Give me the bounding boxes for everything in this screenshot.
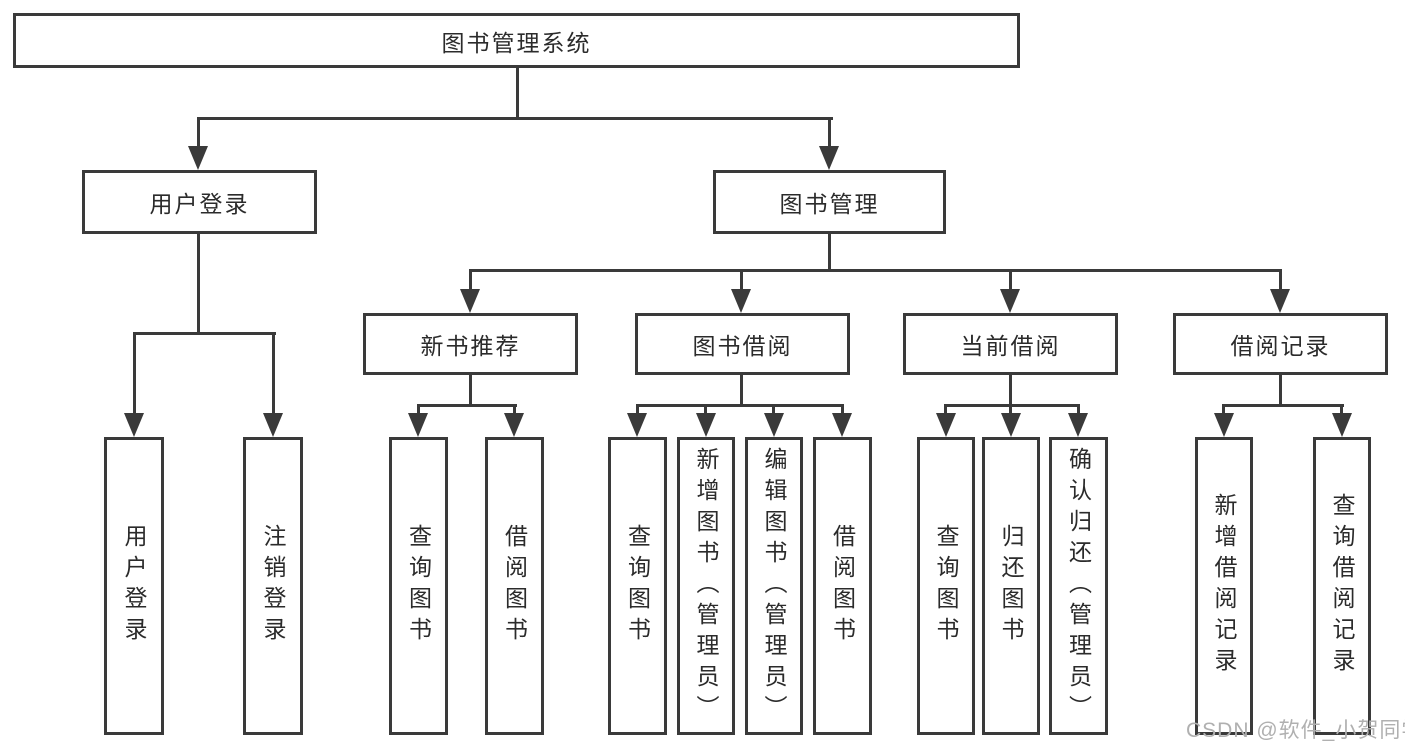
arrow-stem-bb-leaf-2 xyxy=(704,404,707,416)
leaf-br-query-record: 查询借阅记录 xyxy=(1313,437,1371,735)
connector-user-login-stub xyxy=(197,232,200,335)
leaf-cb-return-books: 归还图书 xyxy=(982,437,1040,735)
connector-cb-stub xyxy=(1009,374,1012,407)
connector-cb-hline xyxy=(944,404,1080,407)
arrow-head-nbr-leaf-1 xyxy=(408,413,428,437)
arrow-head-cb-leaf-2 xyxy=(1001,413,1021,437)
arrow-stem-current-borrowing xyxy=(1009,269,1012,293)
arrow-head-bb-leaf-4 xyxy=(832,413,852,437)
arrow-head-ul-leaf-2 xyxy=(263,413,283,437)
connector-level2-hline xyxy=(197,117,833,120)
arrow-stem-nbr-leaf-1 xyxy=(417,404,420,416)
arrow-head-book-management xyxy=(819,146,839,170)
connector-root-stub xyxy=(516,67,519,119)
leaf-nbr-borrow-books: 借阅图书 xyxy=(485,437,544,735)
watermark: CSDN @软件_小贺同学 xyxy=(1186,719,1405,742)
arrow-head-borrowing-records xyxy=(1270,289,1290,313)
arrow-stem-nbr-leaf-2 xyxy=(513,404,516,416)
connector-user-login-hline xyxy=(133,332,276,335)
leaf-cb-query-books: 查询图书 xyxy=(917,437,975,735)
arrow-head-cb-leaf-3 xyxy=(1068,413,1088,437)
arrow-head-br-leaf-1 xyxy=(1214,413,1234,437)
arrow-stem-br-leaf-2 xyxy=(1340,404,1343,416)
arrow-stem-user-login xyxy=(197,117,200,150)
arrow-stem-bb-leaf-4 xyxy=(841,404,844,416)
leaf-bb-edit-books-admin: 编辑图书（管理员） xyxy=(745,437,803,735)
node-user-login: 用户登录 xyxy=(82,170,317,234)
arrow-head-current-borrowing xyxy=(1000,289,1020,313)
connector-bb-hline xyxy=(636,404,844,407)
connector-book-management-stub xyxy=(828,232,831,272)
connector-level3-hline xyxy=(469,269,1282,272)
node-current-borrowing: 当前借阅 xyxy=(903,313,1118,375)
arrow-head-bb-leaf-3 xyxy=(764,413,784,437)
connector-bb-stub xyxy=(740,374,743,407)
arrow-stem-book-management xyxy=(828,117,831,150)
connector-nbr-stub xyxy=(469,374,472,407)
node-book-borrowing: 图书借阅 xyxy=(635,313,850,375)
leaf-bb-add-books-admin: 新增图书（管理员） xyxy=(677,437,735,735)
arrow-stem-bb-leaf-3 xyxy=(772,404,775,416)
arrow-stem-cb-leaf-3 xyxy=(1077,404,1080,416)
node-new-book-recommend: 新书推荐 xyxy=(363,313,578,375)
node-book-management: 图书管理 xyxy=(713,170,946,234)
arrow-head-br-leaf-2 xyxy=(1332,413,1352,437)
arrow-stem-ul-leaf-2 xyxy=(272,332,275,416)
arrow-head-bb-leaf-2 xyxy=(696,413,716,437)
node-borrowing-records: 借阅记录 xyxy=(1173,313,1388,375)
connector-br-hline xyxy=(1223,404,1344,407)
arrow-stem-ul-leaf-1 xyxy=(133,332,136,416)
arrow-head-new-book-recommend xyxy=(460,289,480,313)
leaf-bb-borrow-books: 借阅图书 xyxy=(813,437,872,735)
arrow-head-book-borrowing xyxy=(731,289,751,313)
arrow-stem-new-book-recommend xyxy=(469,269,472,293)
arrow-stem-cb-leaf-2 xyxy=(1009,404,1012,416)
leaf-logout: 注销登录 xyxy=(243,437,303,735)
leaf-nbr-query-books: 查询图书 xyxy=(389,437,448,735)
leaf-cb-confirm-return-admin: 确认归还（管理员） xyxy=(1049,437,1108,735)
leaf-bb-query-books: 查询图书 xyxy=(608,437,667,735)
arrow-head-user-login xyxy=(188,146,208,170)
arrow-stem-borrowing-records xyxy=(1279,269,1282,293)
arrow-stem-bb-leaf-1 xyxy=(636,404,639,416)
connector-br-stub xyxy=(1279,374,1282,407)
arrow-head-nbr-leaf-2 xyxy=(504,413,524,437)
leaf-br-add-record: 新增借阅记录 xyxy=(1195,437,1253,735)
arrow-head-cb-leaf-1 xyxy=(936,413,956,437)
arrow-head-bb-leaf-1 xyxy=(627,413,647,437)
arrow-stem-br-leaf-1 xyxy=(1222,404,1225,416)
leaf-user-login: 用户登录 xyxy=(104,437,164,735)
arrow-head-ul-leaf-1 xyxy=(124,413,144,437)
arrow-stem-book-borrowing xyxy=(740,269,743,293)
connector-nbr-hline xyxy=(417,404,517,407)
arrow-stem-cb-leaf-1 xyxy=(944,404,947,416)
node-root: 图书管理系统 xyxy=(13,13,1020,68)
